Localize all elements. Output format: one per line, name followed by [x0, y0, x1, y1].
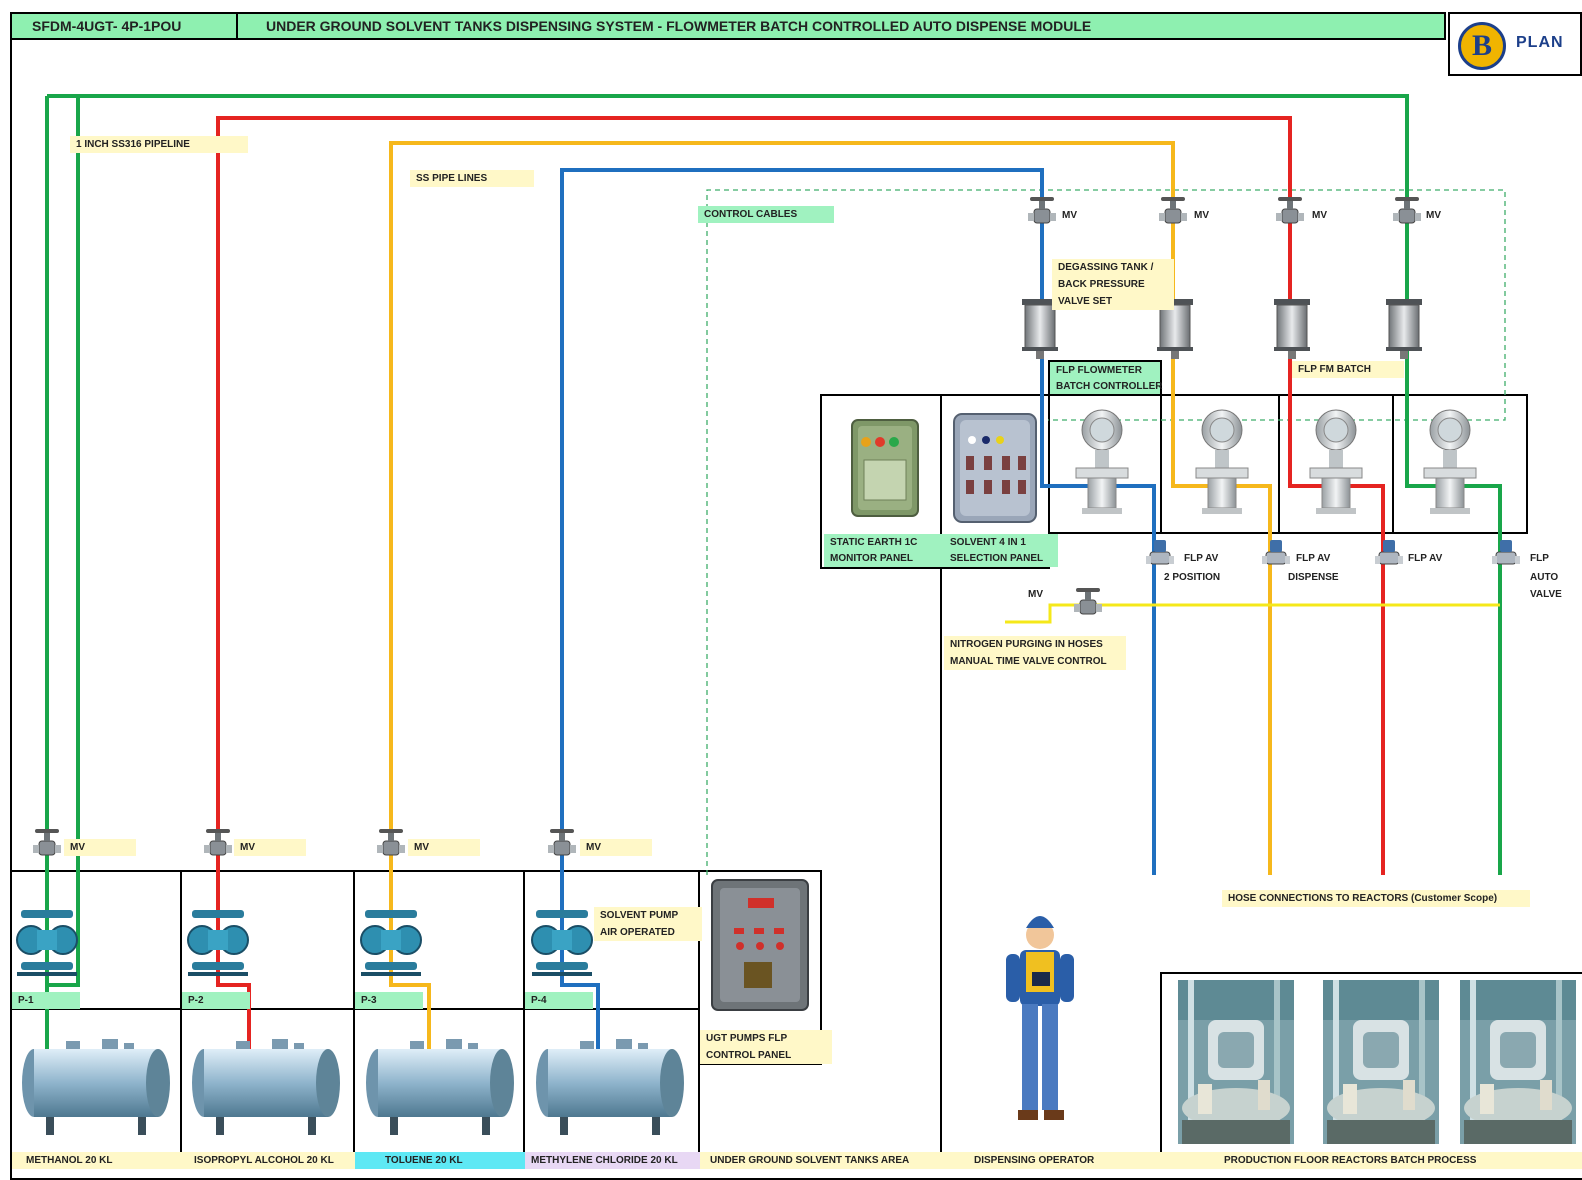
ss-pipes-label: SS PIPE LINES — [410, 170, 534, 187]
solvent-pump-label-1: SOLVENT PUMP — [594, 907, 702, 924]
tank-label-toluene: TOLUENE 20 KL — [355, 1152, 559, 1169]
drawing-code: SFDM-4UGT- 4P-1POU — [10, 12, 238, 40]
methanol-pipeline — [45, 94, 1502, 1098]
mv-pump-3[interactable] — [376, 828, 406, 856]
company-logo: B PLAN — [1448, 12, 1582, 76]
logo-badge: B — [1458, 22, 1506, 70]
flowmeter-div-2 — [1278, 394, 1280, 534]
mv-pump-1-label: MV — [64, 839, 136, 856]
auto-valve-4[interactable] — [1491, 539, 1521, 565]
tank-methanol — [22, 1039, 170, 1135]
operator-divider — [940, 568, 942, 1163]
mv-top-1[interactable] — [1027, 196, 1057, 224]
mv-nitrogen-label: MV — [1028, 589, 1043, 600]
mv-top-1-label: MV — [1062, 210, 1077, 221]
flowmeter-div-1 — [1160, 394, 1162, 534]
flp-flowmeter-label-1: FLP FLOWMETER — [1048, 360, 1162, 379]
drawing-title: UNDER GROUND SOLVENT TANKS DISPENSING SY… — [236, 12, 1446, 40]
mv-pump-1[interactable] — [32, 828, 62, 856]
ugt-panel-label-2: CONTROL PANEL — [700, 1047, 832, 1064]
tank-label-mdc: METHYLENE CHLORIDE 20 KL — [525, 1152, 710, 1169]
flp-label: FLP — [1530, 553, 1549, 564]
pump-tag-2: P-2 — [182, 992, 250, 1009]
nitrogen-line — [1005, 603, 1500, 624]
reactor-photo-2 — [1323, 980, 1439, 1144]
selection-label-1: SOLVENT 4 IN 1 — [944, 534, 1058, 551]
ugt-panel-label-1: UGT PUMPS FLP — [700, 1030, 832, 1047]
auto-label: AUTO — [1530, 572, 1559, 583]
mv-pump-2-label: MV — [234, 839, 306, 856]
flowmeter-div-3 — [1392, 394, 1394, 534]
mv-nitrogen[interactable] — [1073, 587, 1103, 615]
pipeline-label: 1 INCH SS316 PIPELINE — [70, 136, 248, 153]
degassing-label-2: BACK PRESSURE — [1052, 276, 1174, 293]
mv-top-3[interactable] — [1275, 196, 1305, 224]
flp-av-label-3: FLP AV — [1408, 553, 1443, 564]
tank-mdc — [536, 1039, 684, 1135]
auto-valve-3[interactable] — [1374, 539, 1404, 565]
flp-fm-batch-label: FLP FM BATCH — [1292, 361, 1404, 378]
pump-tag-4: P-4 — [525, 992, 593, 1009]
control-cables-label: CONTROL CABLES — [698, 206, 834, 223]
auto-valve-2[interactable] — [1261, 539, 1291, 565]
mv-pump-4-label: MV — [580, 839, 652, 856]
flp-flowmeter-label-2: BATCH CONTROLLER — [1048, 378, 1162, 396]
static-earth-panel — [851, 419, 919, 517]
selection-panel — [953, 413, 1037, 523]
hose-connections-label: HOSE CONNECTIONS TO REACTORS (Customer S… — [1222, 890, 1530, 907]
tank-label-ipa: ISOPROPYL ALCOHOL 20 KL — [182, 1152, 371, 1169]
pump-tag-3: P-3 — [355, 992, 423, 1009]
two-position-label: 2 POSITION — [1164, 572, 1221, 583]
flowmeter-2 — [1195, 409, 1249, 515]
degassing-label-3: VALVE SET — [1052, 293, 1174, 310]
flp-av-label-2: FLP AV — [1296, 553, 1331, 564]
static-earth-label-1: STATIC EARTH 1C — [824, 534, 950, 551]
panel-divider — [940, 394, 942, 569]
static-earth-label-2: MONITOR PANEL — [824, 550, 950, 567]
toluene-pipeline — [389, 141, 1272, 1098]
flowmeter-3 — [1309, 409, 1363, 515]
ugt-panel-box — [698, 870, 822, 1065]
operator-figure — [1006, 916, 1074, 1120]
nitrogen-label-1: NITROGEN PURGING IN HOSES — [944, 636, 1126, 653]
tank-label-methanol: METHANOL 20 KL — [12, 1152, 200, 1169]
flowmeter-4 — [1423, 409, 1477, 515]
mv-pump-3-label: MV — [408, 839, 480, 856]
solvent-pump-label-2: AIR OPERATED — [594, 924, 702, 941]
valve-label: VALVE — [1530, 589, 1562, 600]
mv-top-3-label: MV — [1312, 210, 1327, 221]
degassing-tank-4 — [1385, 298, 1423, 360]
mv-top-2-label: MV — [1194, 210, 1209, 221]
mdc-pipeline — [560, 168, 1156, 1098]
dispense-label: DISPENSE — [1288, 572, 1339, 583]
pump-tag-1: P-1 — [12, 992, 80, 1009]
ugt-control-panel — [711, 879, 809, 1011]
ipa-pipeline — [216, 116, 1385, 1098]
reactor-photo-1 — [1178, 980, 1294, 1144]
degassing-tank-3 — [1273, 298, 1311, 360]
mv-top-2[interactable] — [1158, 196, 1188, 224]
nitrogen-label-2: MANUAL TIME VALVE CONTROL — [944, 653, 1126, 670]
production-label: PRODUCTION FLOOR REACTORS BATCH PROCESS — [1162, 1152, 1582, 1169]
mv-top-4-label: MV — [1426, 210, 1441, 221]
tank-toluene — [366, 1039, 514, 1135]
operator-label: DISPENSING OPERATOR — [942, 1152, 1198, 1169]
flowmeter-1 — [1075, 409, 1129, 515]
reactor-photo-3 — [1460, 980, 1576, 1144]
mv-pump-4[interactable] — [547, 828, 577, 856]
tank-ipa — [192, 1039, 340, 1135]
mv-pump-2[interactable] — [203, 828, 233, 856]
logo-text: PLAN — [1516, 34, 1564, 51]
ugt-area-label: UNDER GROUND SOLVENT TANKS AREA — [700, 1152, 956, 1169]
degassing-label-1: DEGASSING TANK / — [1052, 259, 1174, 276]
auto-valve-1[interactable] — [1145, 539, 1175, 565]
selection-label-2: SELECTION PANEL — [944, 550, 1058, 567]
mv-top-4[interactable] — [1392, 196, 1422, 224]
flp-av-label-1: FLP AV — [1184, 553, 1219, 564]
